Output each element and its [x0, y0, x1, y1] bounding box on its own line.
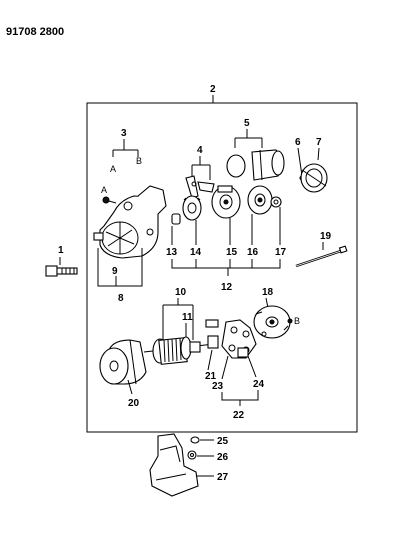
callout-1: 1 [58, 245, 64, 256]
brush-holder [205, 319, 257, 359]
leader-12 [171, 259, 281, 276]
callout-17: 17 [275, 247, 287, 258]
callout-23: 23 [212, 381, 224, 392]
assembly-frame [86, 102, 358, 433]
callout-9: 9 [112, 266, 118, 277]
callout-10: 10 [175, 287, 187, 298]
heat-shield [149, 433, 199, 497]
callout-15: 15 [226, 247, 238, 258]
magnetic-switch [226, 149, 285, 181]
callout-5: 5 [244, 118, 250, 129]
leader-10 [162, 298, 194, 340]
callout-16: 16 [247, 247, 259, 258]
callout-6: 6 [295, 137, 301, 148]
callout-4: 4 [197, 145, 203, 156]
callout-27: 27 [217, 472, 229, 483]
callout-24: 24 [253, 379, 265, 390]
callout-13: 13 [166, 247, 178, 258]
sublabel-b-holder: B [294, 316, 300, 326]
callout-21: 21 [205, 371, 217, 382]
callout-12: 12 [221, 282, 233, 293]
through-bolt [295, 245, 348, 268]
callout-25: 25 [217, 436, 229, 447]
diagram-code: 91708 2800 [6, 26, 64, 38]
leader-22 [221, 390, 259, 406]
rear-bracket [253, 305, 291, 339]
callout-26: 26 [217, 452, 229, 463]
holder-dot [287, 318, 293, 324]
leader-4 [191, 156, 211, 180]
callout-2: 2 [210, 84, 216, 95]
gear-housing [247, 185, 282, 215]
leader-8 [97, 248, 143, 287]
callout-22: 22 [233, 410, 245, 421]
callout-11: 11 [182, 312, 193, 323]
leader-3 [112, 139, 139, 157]
shift-lever [185, 175, 215, 199]
callout-3: 3 [121, 128, 127, 139]
yoke-assembly [99, 339, 147, 385]
callout-8: 8 [118, 293, 124, 304]
callout-7: 7 [316, 137, 322, 148]
washer-25 [190, 436, 200, 444]
nut-26 [187, 450, 197, 460]
cover-ring [300, 163, 328, 193]
armature [143, 336, 216, 365]
callout-14: 14 [190, 247, 202, 258]
planetary-gear [211, 185, 241, 219]
sublabel-b-top: B [136, 156, 142, 166]
sublabel-a-top: A [110, 164, 116, 174]
leader-5 [234, 129, 263, 148]
bolt [45, 265, 78, 277]
pinion-gear [182, 195, 202, 221]
callout-18: 18 [262, 287, 274, 298]
small-bushing [171, 213, 181, 225]
front-bracket [93, 185, 167, 259]
screw-a [102, 196, 117, 204]
callout-19: 19 [320, 231, 332, 242]
callout-20: 20 [128, 398, 140, 409]
sublabel-a-screw: A [101, 185, 107, 195]
leaders-13-17 [171, 207, 281, 245]
